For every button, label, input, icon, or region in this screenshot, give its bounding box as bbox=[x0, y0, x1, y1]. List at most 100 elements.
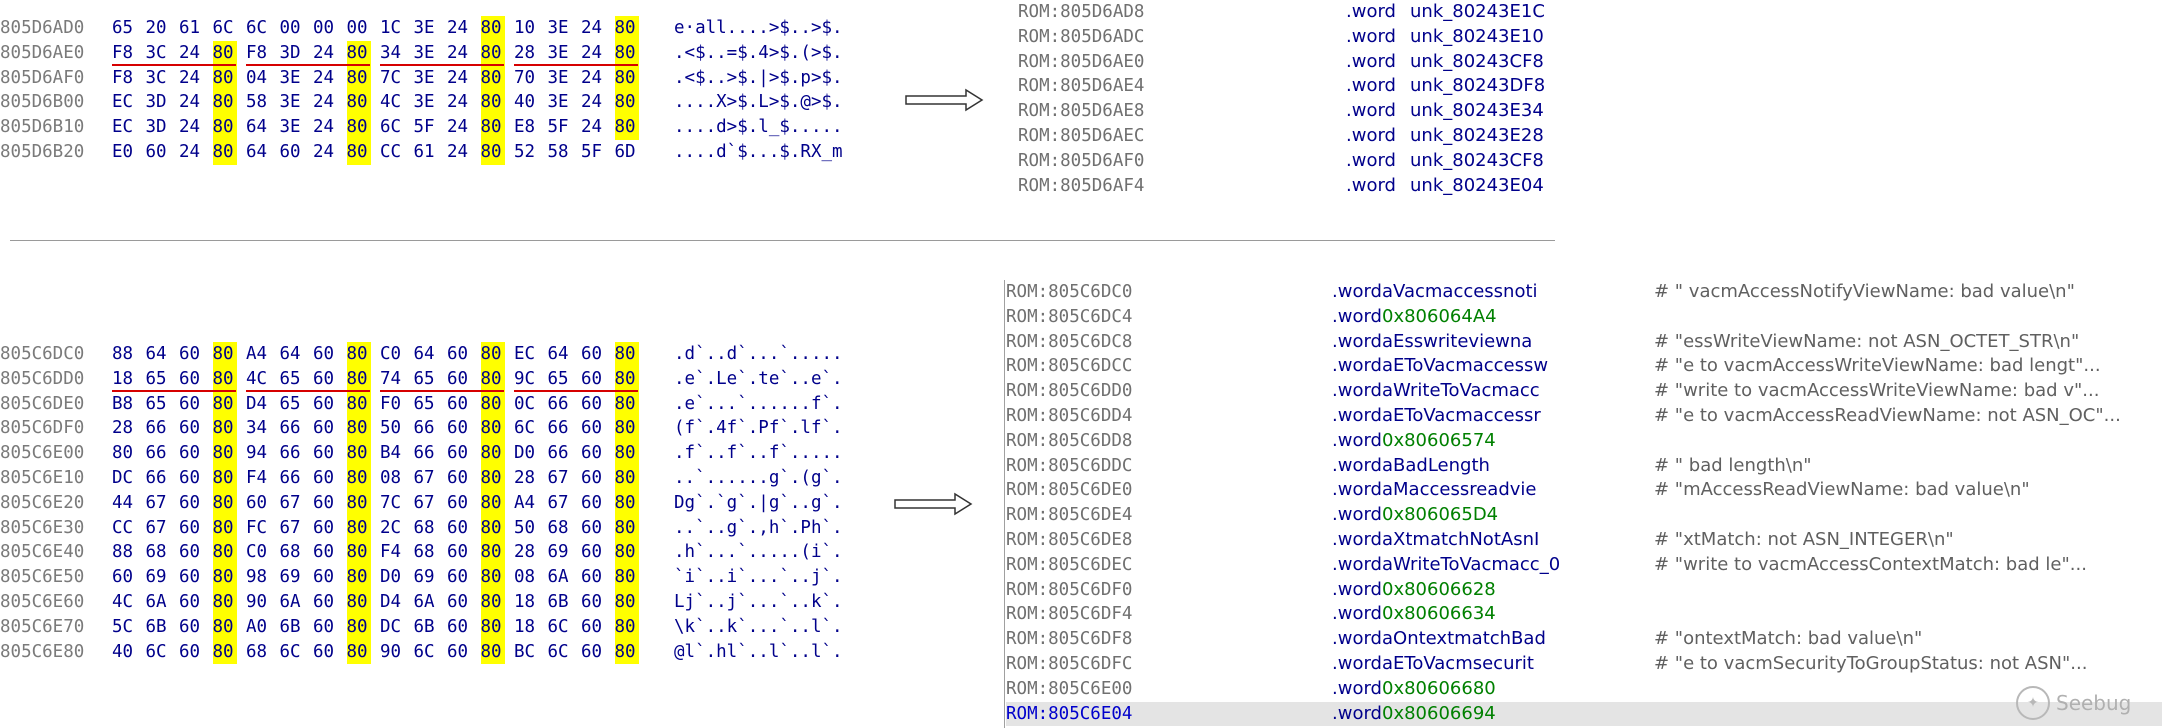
hex-byte: B4 bbox=[380, 443, 402, 464]
listing-operand: aEToVacmaccessr bbox=[1382, 404, 1541, 426]
hex-byte: 60 bbox=[112, 567, 134, 588]
hex-byte: 80 bbox=[614, 416, 639, 442]
hex-byte: 66 bbox=[413, 443, 435, 464]
listing-address: ROM:805D6AD8 bbox=[1018, 2, 1145, 22]
hex-byte: 60 bbox=[179, 492, 201, 513]
hex-byte: F4 bbox=[246, 467, 268, 488]
listing-operand: unk_80243E28 bbox=[1410, 124, 1544, 146]
hex-byte: 20 bbox=[145, 18, 167, 38]
hex-byte: 80 bbox=[346, 115, 371, 140]
hex-byte: 80 bbox=[346, 90, 371, 116]
hex-byte: 65 bbox=[413, 368, 435, 389]
hex-byte: 10 bbox=[514, 18, 536, 38]
hex-byte: 80 bbox=[212, 490, 237, 516]
hex-byte: 60 bbox=[581, 467, 603, 488]
hex-byte: 60 bbox=[581, 542, 603, 563]
listing-directive: .word bbox=[1332, 702, 1382, 724]
hex-byte: 74 bbox=[380, 368, 402, 389]
hex-byte: 50 bbox=[514, 517, 536, 538]
hex-byte: 00 bbox=[346, 18, 368, 38]
listing-address: ROM:805C6E00 bbox=[1006, 678, 1133, 699]
listing-address: ROM:805D6AEC bbox=[1018, 125, 1145, 146]
listing-address: ROM:805C6DF0 bbox=[1006, 579, 1133, 600]
hex-byte: 24 bbox=[179, 141, 201, 162]
hex-byte: 67 bbox=[547, 492, 569, 513]
hex-byte: D0 bbox=[514, 443, 536, 464]
hex-byte: 6B bbox=[279, 616, 301, 637]
hex-ascii: \k`..k`...`..l`. bbox=[674, 616, 843, 637]
hex-byte: 3D bbox=[145, 117, 167, 138]
listing-operand: unk_80243E10 bbox=[1410, 25, 1544, 47]
hex-byte: 69 bbox=[145, 567, 167, 588]
hex-byte: 80 bbox=[480, 342, 505, 367]
listing-border bbox=[1004, 280, 1005, 728]
hex-byte: 80 bbox=[212, 589, 237, 615]
hex-byte: 80 bbox=[212, 391, 237, 417]
hex-byte: 60 bbox=[179, 591, 201, 612]
hex-ascii: .d`..d`...`..... bbox=[674, 344, 843, 364]
listing-operand: 0x806065D4 bbox=[1382, 504, 1499, 526]
hex-byte: 80 bbox=[346, 366, 371, 392]
hex-byte: 80 bbox=[614, 565, 639, 590]
hex-byte: 80 bbox=[212, 441, 237, 466]
listing-directive: .word bbox=[1332, 479, 1382, 501]
hex-byte: CC bbox=[380, 141, 402, 162]
listing-operand: aWriteToVacmacc_0 bbox=[1382, 553, 1561, 575]
hex-byte: 80 bbox=[346, 342, 371, 367]
hex-byte: 24 bbox=[179, 42, 201, 63]
hex-byte: 60 bbox=[179, 567, 201, 588]
hex-byte: 3E bbox=[547, 18, 569, 38]
hex-byte: 80 bbox=[614, 540, 639, 566]
hex-byte: 04 bbox=[246, 67, 268, 88]
hex-byte: A4 bbox=[514, 492, 536, 513]
hex-byte: 60 bbox=[313, 418, 335, 439]
hex-byte: 6D bbox=[614, 141, 636, 162]
